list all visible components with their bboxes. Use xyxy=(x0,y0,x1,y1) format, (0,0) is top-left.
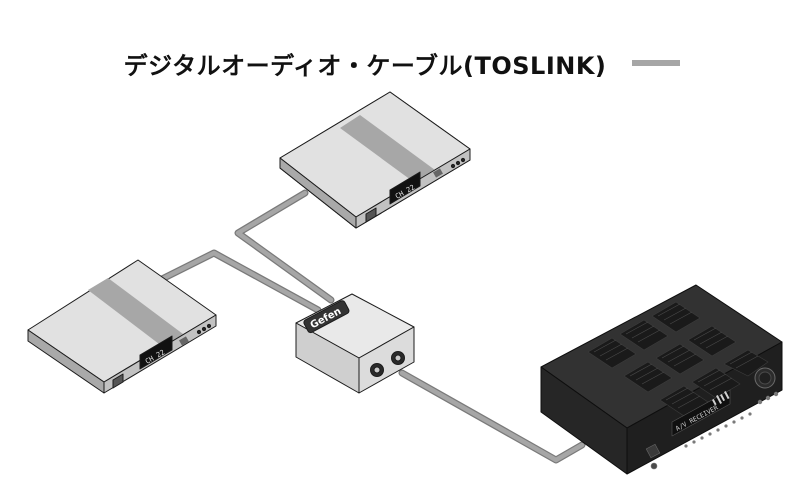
switcher-box: Gefen xyxy=(295,293,415,394)
source-device-top: CH 22 xyxy=(279,91,471,229)
cable-top-source-to-switcher xyxy=(234,189,335,304)
legend-cable-swatch xyxy=(632,60,681,66)
source-device-left: CH 22 xyxy=(27,259,217,394)
receiver-headphone-jack xyxy=(650,462,658,470)
receiver-front-buttons xyxy=(684,391,779,448)
toslink-cables xyxy=(152,189,586,464)
av-receiver: A/V RECEIVER xyxy=(540,284,783,475)
receiver-level-meters xyxy=(711,391,730,406)
cable-switcher-to-receiver xyxy=(398,369,586,464)
source-top-display-panel xyxy=(389,171,421,205)
receiver-vent-slats xyxy=(593,303,759,409)
cable-left-source-to-switcher xyxy=(152,249,322,314)
legend: デジタルオーディオ・ケーブル(TOSLINK) xyxy=(0,38,804,88)
receiver-display-panel xyxy=(671,389,731,437)
receiver-power-button xyxy=(645,443,661,459)
source-left-display-panel xyxy=(139,335,173,370)
receiver-vent-grilles xyxy=(587,301,769,417)
legend-label: デジタルオーディオ・ケーブル(TOSLINK) xyxy=(123,51,607,80)
